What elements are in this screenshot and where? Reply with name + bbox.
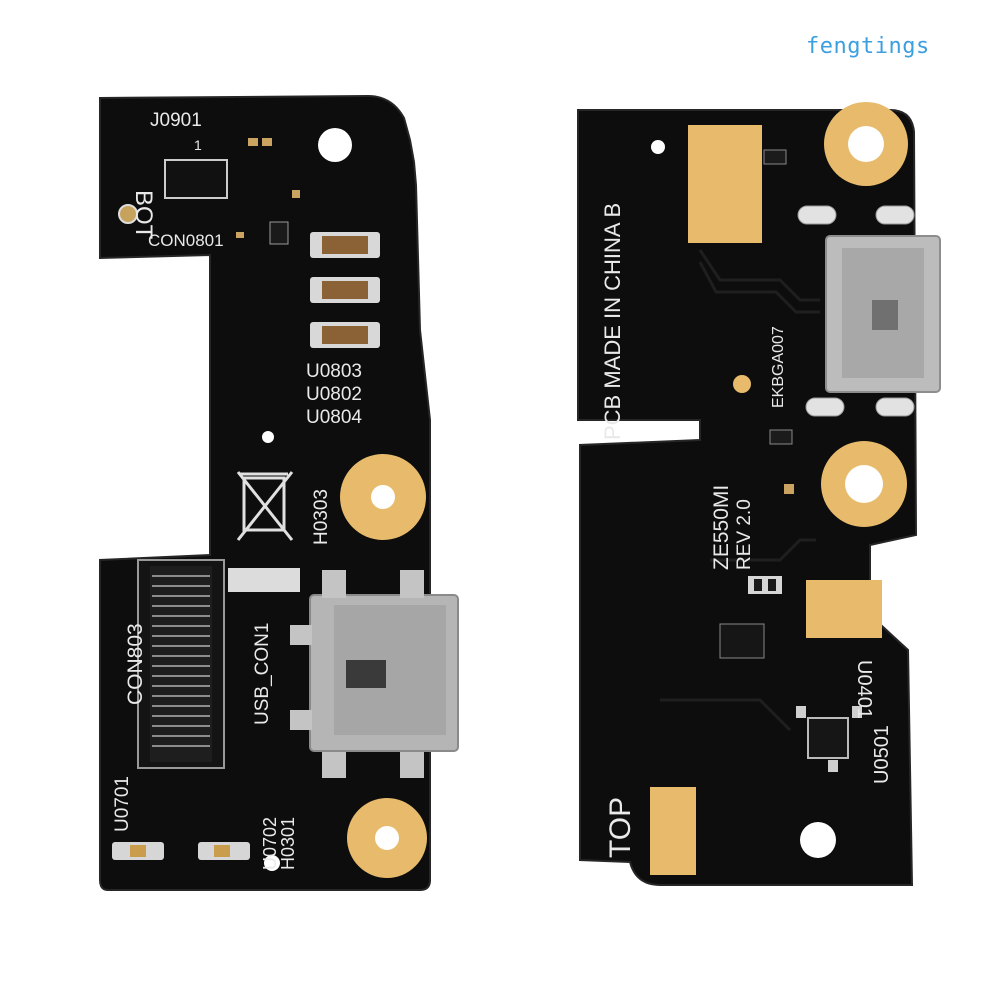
label-con0801: CON0801: [148, 231, 224, 250]
gold-contact-pad: [688, 125, 762, 243]
label-u0802: U0802: [306, 384, 362, 405]
gold-contact-pad: [650, 787, 696, 875]
mount-hole: [318, 128, 352, 162]
ic-chip: [807, 717, 849, 759]
label-bot: BOT: [130, 190, 157, 240]
label-h0301: H0301: [278, 817, 298, 870]
antenna-connector: [118, 204, 138, 224]
label-made-in-china: PCB MADE IN CHINA B: [600, 203, 625, 440]
label-con803: CON803: [124, 623, 147, 705]
right-pcb-board: PCB MADE IN CHINA B EKBGA007 ZE550MI REV…: [577, 102, 941, 886]
watermark-text: fengtings: [806, 34, 930, 59]
label-u0701: U0701: [112, 776, 133, 832]
gold-contact-pad: [806, 580, 882, 638]
label-ze550mi: ZE550MI: [710, 485, 733, 570]
label-usb-con1: USB_CON1: [252, 623, 273, 725]
mount-hole: [264, 855, 280, 871]
mount-hole: [800, 822, 836, 858]
label-h0303: H0303: [311, 489, 332, 545]
label-j0901: J0901: [150, 110, 202, 131]
label-u0501: U0501: [871, 725, 893, 784]
label-rev: REV 2.0: [734, 499, 755, 570]
mount-hole: [651, 140, 665, 154]
label-u0804: U0804: [306, 407, 362, 428]
label-ekbga007: EKBGA007: [770, 326, 787, 408]
left-pcb-board: J0901 1 BOT CON0801 U0803 U0802 U0804 H0…: [99, 94, 459, 891]
label-u0702: U0702: [260, 817, 280, 870]
label-u0803: U0803: [306, 361, 362, 382]
label-pin1: 1: [194, 137, 202, 153]
mount-hole: [262, 431, 274, 443]
label-u0401: U0401: [853, 660, 875, 719]
label-top: TOP: [604, 797, 637, 858]
ic-chip: [164, 159, 228, 199]
